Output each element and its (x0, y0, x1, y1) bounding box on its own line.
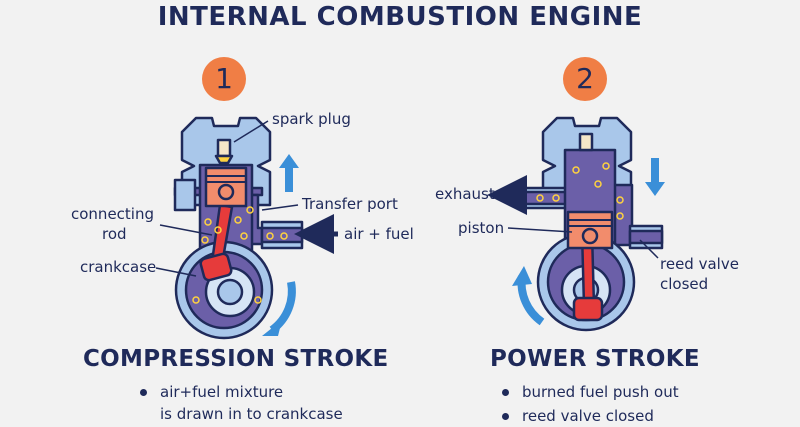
label-reed-valve-line1: reed valve (660, 255, 739, 273)
right-engine (518, 116, 664, 332)
page-title: INTERNAL COMBUSTION ENGINE (157, 2, 643, 32)
label-transfer-port: Transfer port (302, 195, 398, 213)
label-exhaust: exhaust (435, 185, 495, 203)
right-down-arrow (645, 158, 665, 196)
left-engine (173, 116, 304, 340)
power-bullet-1: burned fuel push out (500, 381, 679, 403)
power-bullet-2: reed valve closed (500, 405, 679, 427)
compression-bullet-1-cont: is drawn in to crankcase (160, 405, 343, 423)
label-connecting-rod-line2: rod (102, 225, 127, 243)
label-piston: piston (458, 219, 505, 237)
label-spark-plug: spark plug (272, 110, 351, 128)
power-stroke-title: POWER STROKE (490, 346, 700, 372)
left-up-arrow (279, 154, 299, 192)
compression-bullet-1: air+fuel mixture (138, 381, 343, 403)
label-crankcase: crankcase (80, 258, 157, 276)
right-fuel-particles (536, 162, 624, 220)
label-connecting-rod-line1: connecting (71, 205, 154, 223)
compression-bullets: air+fuel mixture is drawn in to crankcas… (138, 381, 343, 425)
step-1-badge: 1 (202, 57, 246, 101)
step-2-badge: 2 (563, 57, 607, 101)
label-air-fuel: air + fuel (344, 225, 414, 243)
label-reed-valve-line2: closed (660, 275, 709, 293)
power-bullets: burned fuel push out reed valve closed (500, 381, 679, 427)
left-rotate-arrow (269, 281, 296, 334)
left-fuel-particles (192, 206, 288, 304)
compression-stroke-title: COMPRESSION STROKE (83, 346, 389, 372)
